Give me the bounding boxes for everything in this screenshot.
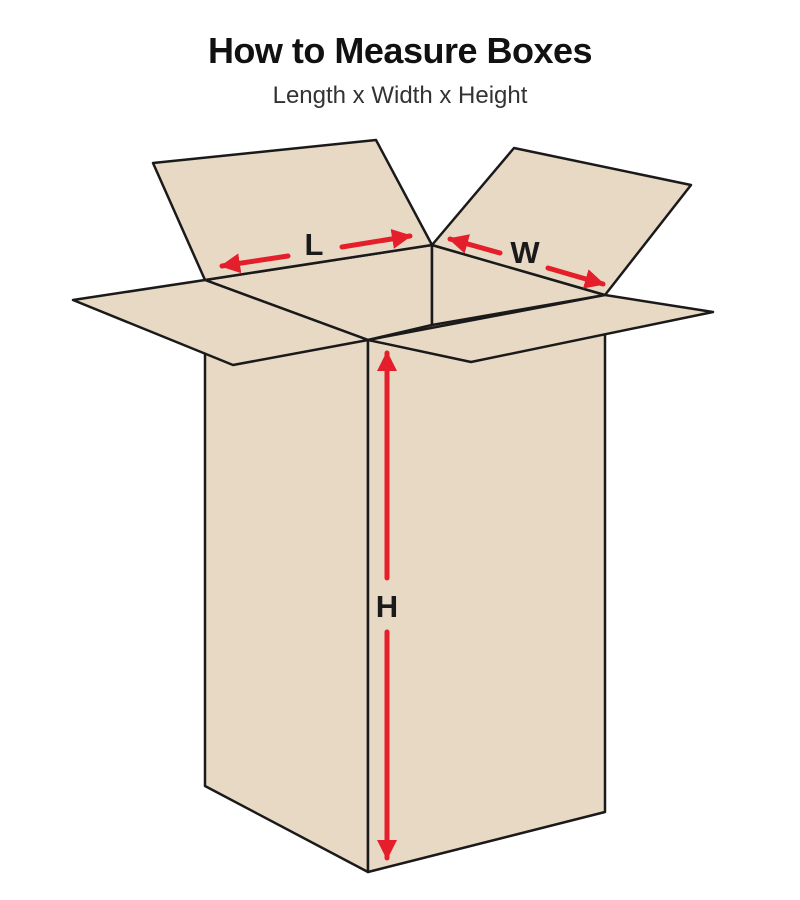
length-arrow-right — [339, 229, 413, 250]
box-front-left-face — [203, 278, 370, 874]
page-subtitle: Length x Width x Height — [272, 82, 528, 109]
box-shape — [71, 138, 715, 874]
width-label: W — [510, 235, 540, 270]
height-label: H — [376, 589, 398, 624]
length-arrow-left — [219, 253, 291, 274]
back-right-flap — [430, 146, 693, 297]
length-label: L — [305, 227, 324, 262]
width-arrow-left — [447, 234, 503, 256]
page-title: How to Measure Boxes — [207, 30, 593, 71]
front-right-flap — [366, 293, 715, 364]
width-arrow-right — [545, 265, 606, 289]
box-front-right-face — [366, 293, 607, 874]
dimension-arrows — [219, 229, 606, 861]
front-left-flap — [71, 278, 370, 367]
